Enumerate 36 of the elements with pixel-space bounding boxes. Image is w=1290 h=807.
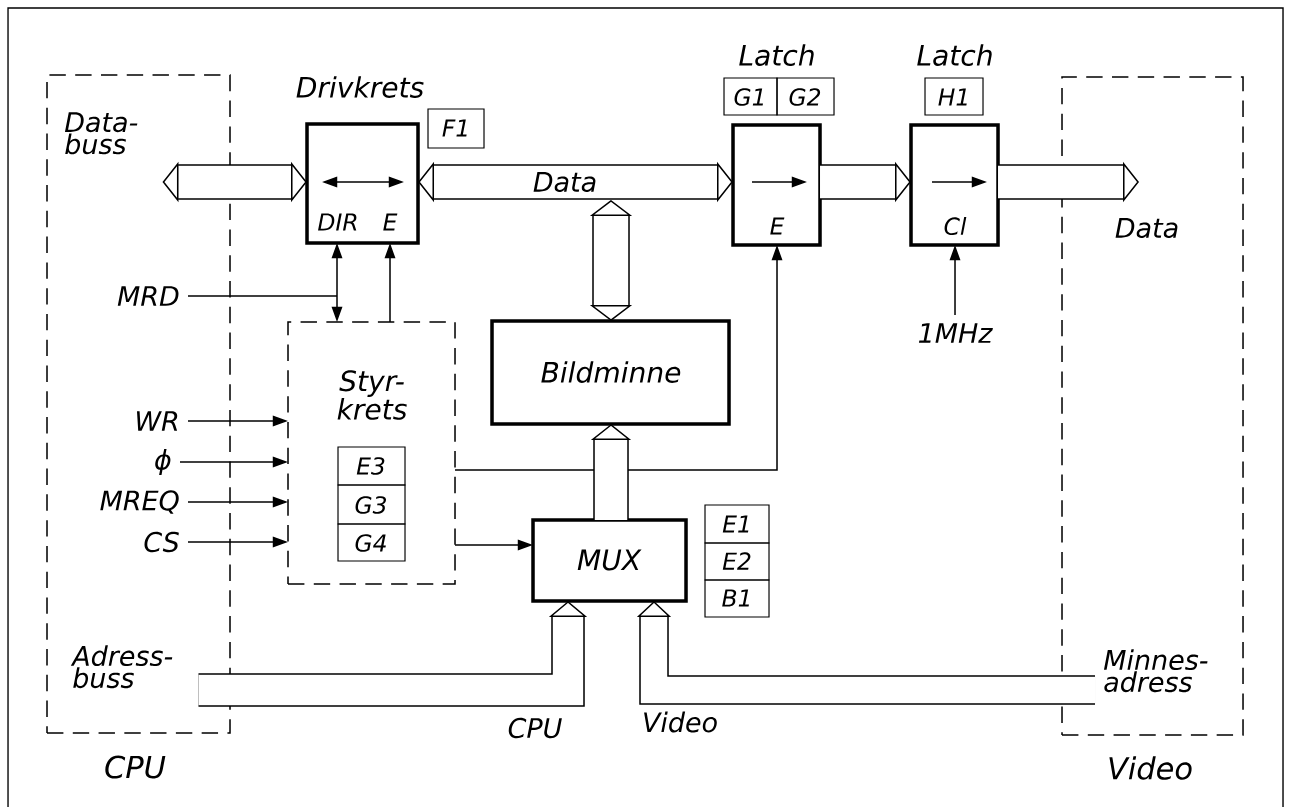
bus [418, 161, 733, 203]
bus [162, 161, 307, 203]
chip-tag: G2 [776, 77, 835, 116]
latch-box: E [731, 123, 822, 247]
memory-box: Bildminne [490, 319, 731, 426]
edge-label: CPU [506, 716, 564, 740]
signal-label: Data- buss [64, 112, 138, 155]
signal-label: ϕ [155, 448, 171, 476]
bus [589, 200, 633, 321]
chip-tag: F1 [427, 108, 485, 149]
block-heading: Drivkrets [296, 76, 424, 98]
signal-label: MREQ [100, 490, 179, 514]
chip-tag: G4 [337, 523, 406, 562]
block-heading: Styr- krets [337, 370, 407, 420]
signal-label: 1MHz [918, 323, 993, 343]
chip-tag: B1 [704, 579, 770, 618]
signal-label: Minnes- adress [1103, 649, 1208, 693]
signal-label: MRD [117, 286, 179, 306]
edge-label: Video [640, 710, 720, 734]
latch-box: Cl [909, 123, 1000, 247]
signal-label: Adress- buss [70, 645, 173, 689]
block-heading: Latch [917, 44, 992, 66]
signal-label: CS [144, 531, 179, 553]
chip-tag: E1 [704, 504, 770, 544]
block-label: Video [1109, 756, 1192, 780]
block-label: CPU [105, 755, 166, 779]
chip-tag: G1 [723, 77, 778, 116]
bus [636, 601, 1095, 705]
bus-label: Data [1115, 218, 1178, 238]
mux-box: MUX [531, 518, 688, 603]
driver-box: DIR E [305, 122, 420, 245]
signal-label: WR [137, 411, 178, 431]
chip-tag: G3 [337, 484, 406, 525]
block-heading: Latch [739, 44, 814, 66]
chip-tag: E2 [704, 542, 770, 581]
chip-tag: E3 [337, 446, 406, 486]
